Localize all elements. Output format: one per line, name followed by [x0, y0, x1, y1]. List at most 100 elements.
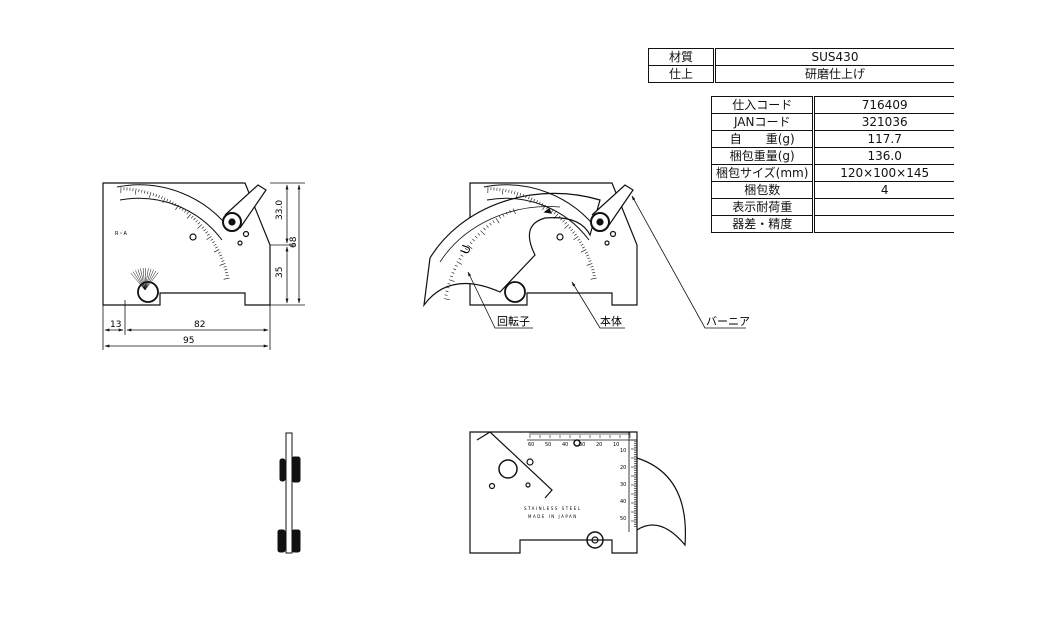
scale-tick	[219, 263, 226, 266]
scale-tick	[448, 279, 455, 282]
scale-tick	[580, 249, 587, 253]
scale-tick	[224, 268, 228, 271]
table-row: 梱包サイズ(mm)120×100×145	[710, 164, 954, 182]
scale-tick	[573, 236, 579, 241]
back-view	[469, 431, 687, 554]
scale-tick	[592, 274, 596, 277]
scale-tick	[584, 251, 588, 254]
scale-tick	[445, 290, 449, 292]
scale-tick	[529, 197, 533, 204]
scale-tick	[450, 275, 454, 278]
scale-tick	[464, 248, 468, 251]
scale-tick	[489, 222, 492, 226]
back-text-line2: MADE IN JAPAN	[528, 514, 578, 519]
scale-tick	[456, 261, 463, 265]
scale-tick	[502, 213, 505, 217]
scale-tick	[205, 231, 209, 234]
scale-tick	[221, 260, 225, 262]
scale-tick	[140, 268, 146, 291]
leader-lines	[467, 195, 746, 329]
scale-tick	[568, 226, 572, 229]
scale-tick	[169, 200, 171, 204]
scale-tick	[592, 271, 596, 274]
scale-tick	[443, 298, 450, 300]
scale-tick	[213, 243, 217, 246]
scale-tick	[193, 217, 196, 221]
scale-tick	[590, 277, 597, 280]
scale-tick	[560, 217, 563, 221]
scale-tick	[505, 189, 507, 193]
scale-tick	[512, 208, 516, 215]
material-table: 材質 SUS430 仕上 研磨仕上げ	[648, 48, 954, 83]
scale-tick	[460, 254, 464, 257]
scale-tick	[144, 268, 147, 291]
scale-tick	[160, 196, 163, 200]
side-view	[277, 432, 301, 554]
scale-tick	[574, 233, 577, 236]
scale-tick	[158, 195, 160, 199]
scale-tick	[166, 198, 169, 202]
scale-tick	[511, 190, 513, 194]
scale-tick	[219, 254, 223, 257]
finish-value: 研磨仕上げ	[714, 65, 954, 83]
scale-tick	[162, 197, 166, 204]
scale-tick	[586, 263, 593, 266]
scale-tick	[501, 188, 504, 195]
scale-tick	[174, 203, 177, 207]
scale-tick	[483, 227, 486, 231]
spec-value: 136.0	[813, 147, 954, 165]
scale-tick	[580, 243, 584, 246]
dim-height-total: 68	[289, 236, 299, 248]
scale-tick	[206, 236, 212, 241]
scale-tick	[477, 233, 481, 236]
scale-tick	[144, 268, 152, 291]
scale-tick	[462, 251, 466, 254]
scale-tick	[135, 270, 146, 291]
spec-key: 器差・精度	[710, 215, 816, 233]
dim-height-lower: 35	[275, 267, 285, 278]
scale-tick	[213, 249, 220, 253]
scale-tick	[587, 257, 591, 260]
scale-tick	[572, 231, 576, 234]
scale-tick	[142, 268, 146, 291]
scale-tick	[570, 228, 574, 232]
scale-tick	[217, 251, 221, 254]
scale-tick	[480, 230, 485, 236]
scale-tick	[155, 193, 158, 198]
scale-tick	[191, 215, 194, 219]
scale-tick	[144, 190, 146, 194]
scale-tick	[551, 209, 554, 213]
dim-width-a: 13	[110, 320, 121, 330]
scale-tick	[591, 268, 595, 271]
scale-tick	[215, 246, 218, 249]
scale-tick	[564, 222, 568, 225]
scale-tick	[179, 206, 182, 210]
scale-tick	[469, 241, 473, 245]
spec-key: 仕入コード	[710, 96, 816, 114]
spec-key: 表示耐荷重	[710, 198, 816, 216]
scale-tick	[588, 260, 592, 262]
scale-tick	[492, 220, 495, 224]
scale-tick	[197, 224, 203, 229]
scale-tick	[515, 192, 519, 198]
scale-tick	[144, 269, 154, 291]
scale-tick	[553, 213, 559, 219]
scale-tick	[134, 188, 137, 195]
front-mark-text: R・A	[115, 231, 127, 237]
scale-tick	[495, 218, 500, 224]
dim-width-b: 82	[194, 320, 205, 330]
scale-tick	[446, 286, 450, 289]
scale-tick	[579, 241, 582, 244]
scale-tick	[522, 193, 525, 198]
scale-tick	[138, 189, 140, 193]
scale-tick	[564, 224, 570, 229]
scale-tick	[144, 268, 149, 291]
scale-tick	[175, 204, 179, 211]
scale-tick	[220, 257, 224, 260]
spec-key: 梱包サイズ(mm)	[710, 164, 816, 182]
table-row: 表示耐荷重	[710, 198, 954, 216]
table-row: 仕上 研磨仕上げ	[648, 65, 954, 83]
